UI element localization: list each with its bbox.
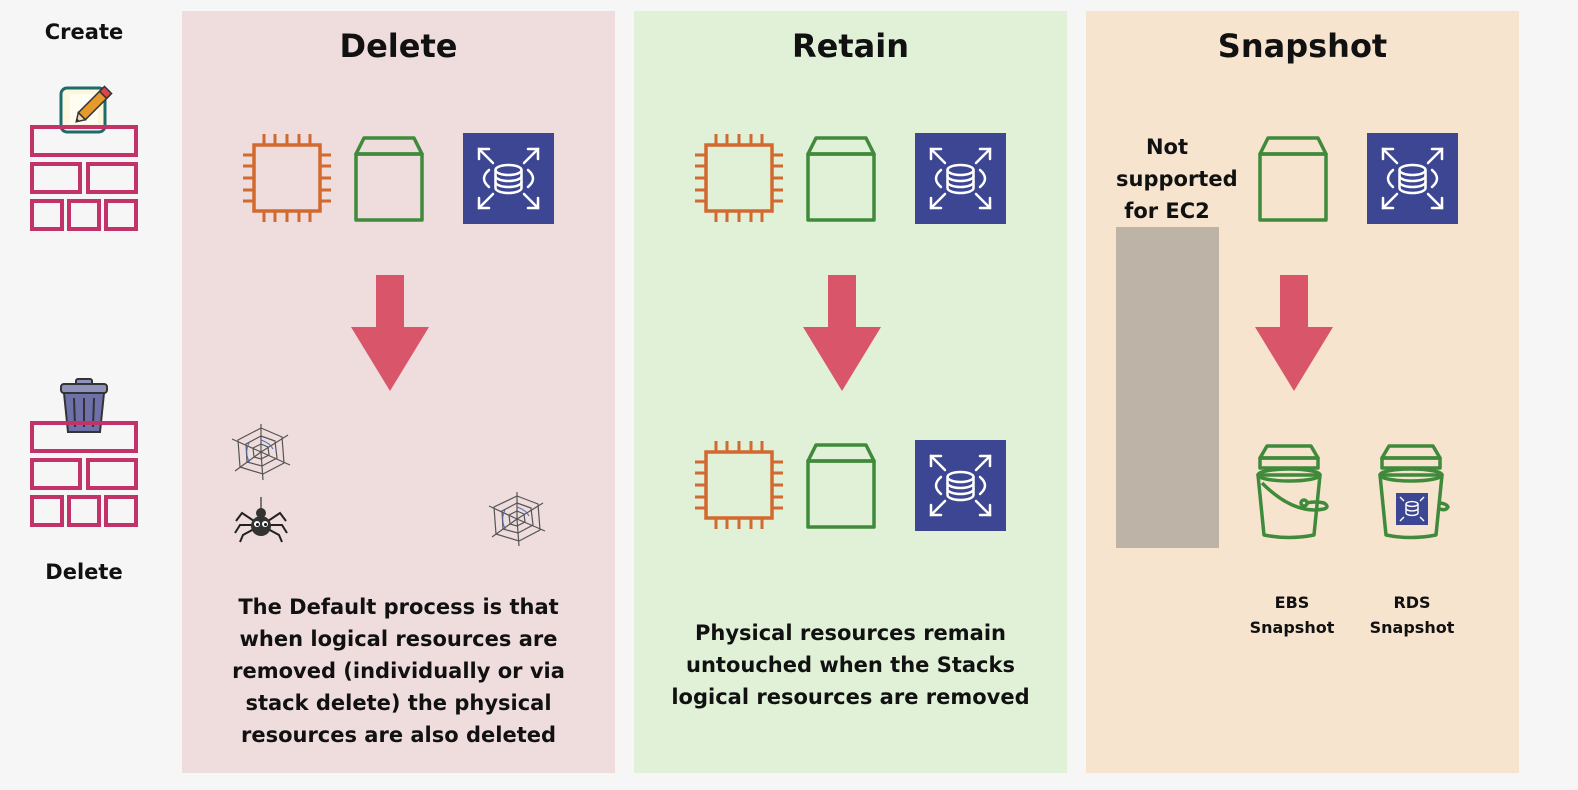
retain-description: Physical resources remain untouched when… [644,617,1057,713]
description-line: The Default process is that [238,595,559,619]
not-supported-bar [1116,227,1219,548]
create-label: Create [44,20,124,44]
ebs-volume-icon [354,135,424,223]
description-line: when logical resources are [239,627,558,651]
note-line: Not [1145,135,1189,159]
description-line: resources are also deleted [240,723,557,747]
ec2-chip-icon [694,440,784,530]
rds-database-icon [915,133,1006,224]
retain-panel: Retain [634,11,1067,773]
description-line: untouched when the Stacks [686,653,1015,677]
snapshot-panel: Snapshot Not supported for EC2 [1086,11,1519,773]
not-supported-note: Not supported for EC2 [1116,131,1238,227]
snapshot-bucket-icon [1254,443,1330,541]
ebs-volume-icon [806,135,876,223]
label-line: Snapshot [1249,618,1335,637]
description-line: stack delete) the physical [245,691,552,715]
description-line: logical resources are removed [671,685,1030,709]
description-line: removed (individually or via [232,659,565,683]
ebs-snapshot-label: EBS Snapshot [1237,590,1347,640]
ebs-volume-icon [1258,135,1328,223]
note-line: supported [1116,167,1238,191]
rds-database-icon [463,133,554,224]
delete-panel: Delete [182,11,615,773]
panel-title: Snapshot [1217,27,1388,65]
cobweb-icon [488,491,546,547]
rds-database-icon [915,440,1006,531]
down-arrow-icon [803,275,881,391]
pencil-edit-icon [58,80,118,136]
delete-label: Delete [45,560,123,584]
rds-snapshot-label: RDS Snapshot [1357,590,1467,640]
snapshot-bucket-icon [1376,443,1452,541]
panel-title: Retain [792,27,909,65]
label-line: RDS [1393,593,1431,612]
down-arrow-icon [1255,275,1333,391]
cobweb-icon [230,423,292,481]
down-arrow-icon [351,275,429,391]
ec2-chip-icon [694,133,784,223]
rds-database-icon [1367,133,1458,224]
description-line: Physical resources remain [695,621,1006,645]
ec2-chip-icon [242,133,332,223]
ebs-volume-icon [806,442,876,530]
note-line: for EC2 [1124,199,1210,223]
spider-icon [234,497,288,543]
stack-bricks-icon [29,124,139,234]
delete-description: The Default process is that when logical… [192,591,605,751]
stack-bricks-icon [29,420,139,530]
label-line: EBS [1274,593,1310,612]
panel-title: Delete [339,27,458,65]
label-line: Snapshot [1369,618,1455,637]
